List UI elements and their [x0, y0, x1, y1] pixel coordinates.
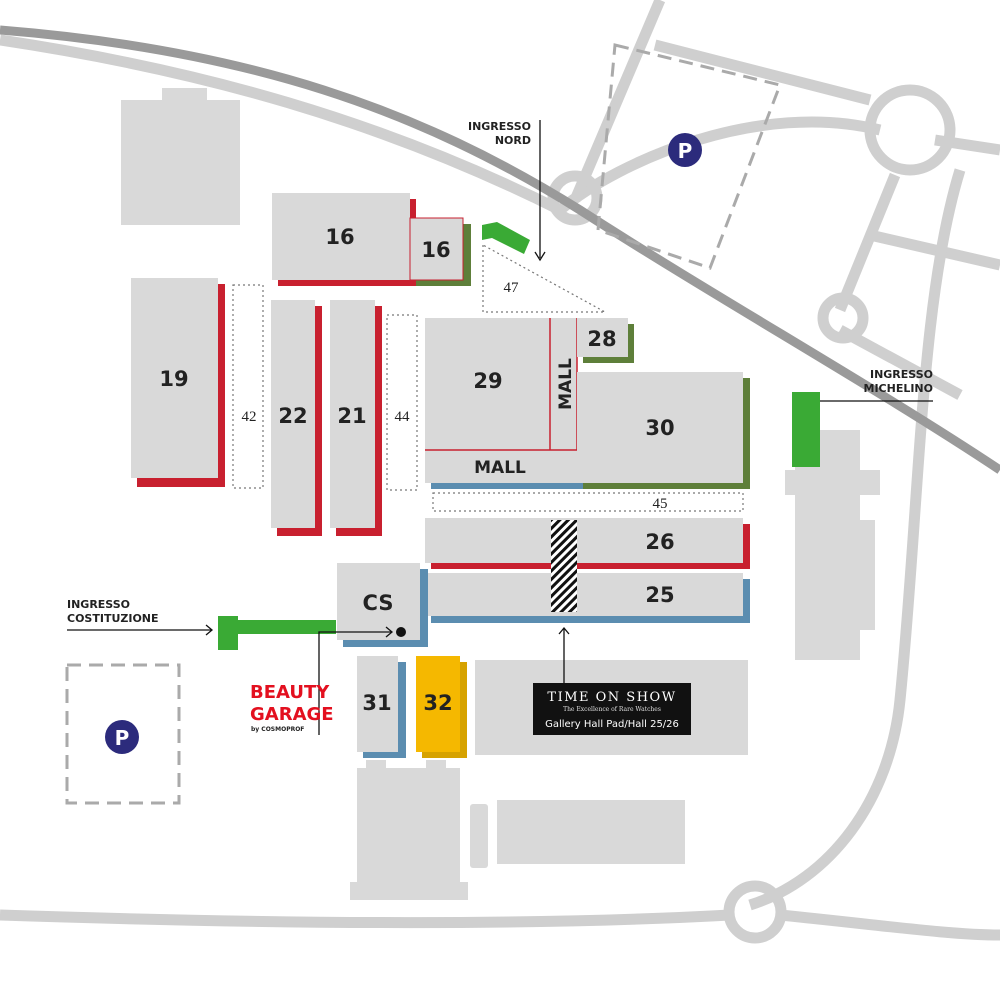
label: BEAUTY: [250, 682, 330, 703]
railway: [0, 25, 1000, 474]
mall-vertical: MALL: [556, 358, 576, 410]
outdoor-pads: [232, 243, 744, 512]
pad-44[interactable]: 44: [395, 409, 411, 425]
label: 21: [337, 404, 366, 428]
mall-horizontal: MALL: [474, 458, 526, 478]
label: INGRESSO: [468, 120, 531, 133]
pad-45[interactable]: 45: [653, 496, 668, 512]
label: GARAGE: [250, 704, 334, 725]
label: 22: [278, 404, 307, 428]
hall-cs[interactable]: CS: [337, 563, 428, 647]
label: NORD: [495, 134, 531, 147]
time-on-show-label[interactable]: TIME ON SHOW The Excellence of Rare Watc…: [533, 626, 691, 735]
hall-31[interactable]: 31: [357, 656, 406, 758]
parking-north: P: [596, 43, 783, 270]
time-on-show-location: Gallery Hall Pad/Hall 25/26: [545, 719, 679, 730]
label: INGRESSO: [870, 368, 933, 381]
label: COSTITUZIONE: [67, 612, 159, 625]
label: 28: [587, 327, 616, 351]
hall-16-annex[interactable]: 16: [409, 217, 471, 286]
gallery-hall-pad[interactable]: [551, 520, 577, 612]
entrance-michelino[interactable]: INGRESSO MICHELINO: [792, 368, 933, 467]
label: CS: [363, 591, 394, 615]
hall-29-mall[interactable]: 29 MALL MALL: [425, 318, 583, 489]
parking-southwest: P: [65, 663, 181, 805]
entrance-nord-gate[interactable]: [482, 222, 530, 254]
parking-icon: P: [115, 726, 130, 750]
label: 26: [645, 530, 674, 554]
entrance-costituzione[interactable]: INGRESSO COSTITUZIONE: [67, 598, 336, 650]
hall-25[interactable]: 25: [425, 573, 750, 623]
label: 32: [423, 691, 452, 715]
pad-47[interactable]: 47: [504, 280, 520, 296]
hall-26[interactable]: 26: [425, 518, 750, 569]
other-buildings: [121, 88, 880, 900]
label: 16: [325, 225, 354, 249]
label: 29: [473, 369, 502, 393]
label: 19: [159, 367, 188, 391]
hall-16-main[interactable]: 16: [272, 193, 416, 286]
hall-28[interactable]: 28: [577, 318, 634, 363]
label: MICHELINO: [864, 382, 934, 395]
label: 31: [362, 691, 391, 715]
label: 25: [645, 583, 674, 607]
label: by COSMOPROF: [251, 726, 304, 733]
hall-30[interactable]: 30: [577, 372, 750, 489]
hall-22[interactable]: 22: [271, 300, 322, 536]
pad-42[interactable]: 42: [242, 409, 257, 425]
label: 30: [645, 416, 674, 440]
hall-21[interactable]: 21: [330, 300, 382, 536]
time-on-show-subtitle: The Excellence of Rare Watches: [563, 706, 661, 713]
time-on-show-title: TIME ON SHOW: [547, 690, 676, 705]
entrance-nord[interactable]: INGRESSO NORD: [468, 120, 546, 262]
parking-icon: P: [678, 139, 693, 163]
label: 16: [421, 238, 450, 262]
beauty-garage-logo[interactable]: BEAUTY GARAGE by COSMOPROF: [250, 626, 394, 735]
hall-32[interactable]: 32: [416, 656, 467, 758]
hall-19[interactable]: 19: [131, 278, 225, 487]
label: INGRESSO: [67, 598, 130, 611]
